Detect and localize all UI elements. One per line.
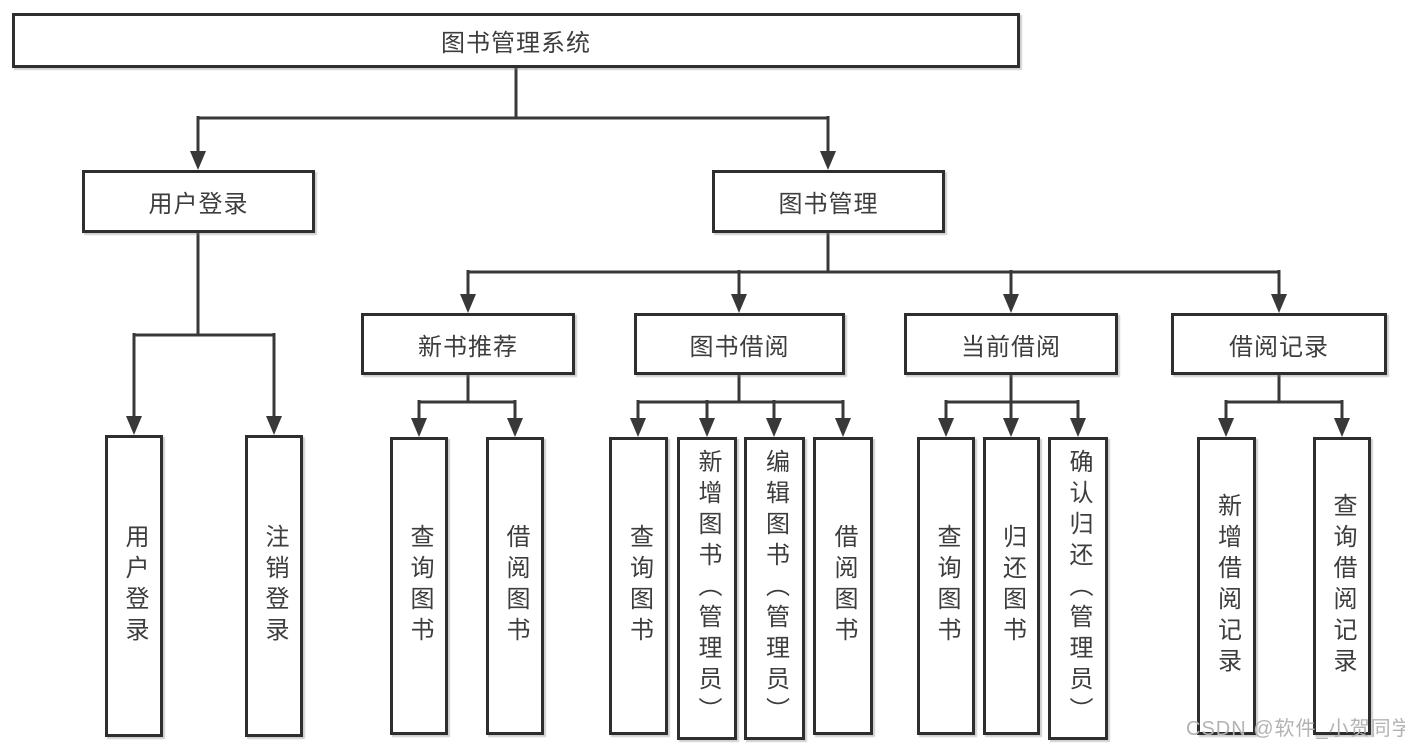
leaf-confirm-return-admin-label: 确认归还（管理员） xyxy=(1065,449,1092,728)
csdn-watermark: CSDN @软件_小贺同学 xyxy=(1186,718,1405,740)
leaf-user-login-label: 用户登录 xyxy=(121,524,148,648)
leaf-query-borrow-record: 查询借阅记录 xyxy=(1313,437,1371,735)
leaf-query-books-recommend-label: 查询图书 xyxy=(406,524,433,648)
leaf-add-borrow-record-label: 新增借阅记录 xyxy=(1213,493,1241,679)
node-root: 图书管理系统 xyxy=(12,13,1020,68)
leaf-borrow-books-recommend: 借阅图书 xyxy=(486,437,544,735)
arrowheads xyxy=(126,151,1350,437)
leaf-borrow-books-label: 借阅图书 xyxy=(830,524,857,648)
node-borrowing-records-label: 借阅记录 xyxy=(1229,333,1329,361)
leaf-return-books: 归还图书 xyxy=(983,437,1040,735)
node-new-book-recommend-label: 新书推荐 xyxy=(418,333,518,361)
node-root-label: 图书管理系统 xyxy=(441,30,591,57)
node-book-management-label: 图书管理 xyxy=(778,191,879,218)
leaf-query-borrow-record-label: 查询借阅记录 xyxy=(1329,493,1356,679)
leaf-borrow-books-recommend-label: 借阅图书 xyxy=(502,524,529,648)
leaf-user-login: 用户登录 xyxy=(105,435,163,737)
node-book-management: 图书管理 xyxy=(712,170,945,233)
node-book-borrowing-label: 图书借阅 xyxy=(689,333,790,361)
leaf-edit-books-admin: 编辑图书（管理员） xyxy=(744,437,805,740)
leaf-query-books-borrow: 查询图书 xyxy=(609,437,668,735)
leaf-query-books-current-label: 查询图书 xyxy=(933,524,960,648)
leaf-add-books-admin-label: 新增图书（管理员） xyxy=(694,449,721,728)
leaf-borrow-books: 借阅图书 xyxy=(813,437,873,735)
leaf-query-books-current: 查询图书 xyxy=(917,437,975,735)
leaf-logout-label: 注销登录 xyxy=(261,524,288,648)
leaf-confirm-return-admin: 确认归还（管理员） xyxy=(1048,437,1108,740)
node-new-book-recommend: 新书推荐 xyxy=(361,313,575,375)
node-current-borrowing: 当前借阅 xyxy=(904,313,1118,375)
leaf-return-books-label: 归还图书 xyxy=(998,524,1026,648)
leaf-logout: 注销登录 xyxy=(245,435,303,737)
leaf-query-books-recommend: 查询图书 xyxy=(390,437,448,735)
leaf-query-books-borrow-label: 查询图书 xyxy=(625,524,653,648)
leaf-add-books-admin: 新增图书（管理员） xyxy=(677,437,737,740)
node-user-login-label: 用户登录 xyxy=(148,191,249,218)
node-borrowing-records: 借阅记录 xyxy=(1171,313,1387,375)
node-book-borrowing: 图书借阅 xyxy=(634,313,845,375)
leaf-add-borrow-record: 新增借阅记录 xyxy=(1197,437,1256,735)
leaf-edit-books-admin-label: 编辑图书（管理员） xyxy=(761,449,789,728)
node-current-borrowing-label: 当前借阅 xyxy=(961,333,1061,361)
node-user-login: 用户登录 xyxy=(82,170,315,233)
